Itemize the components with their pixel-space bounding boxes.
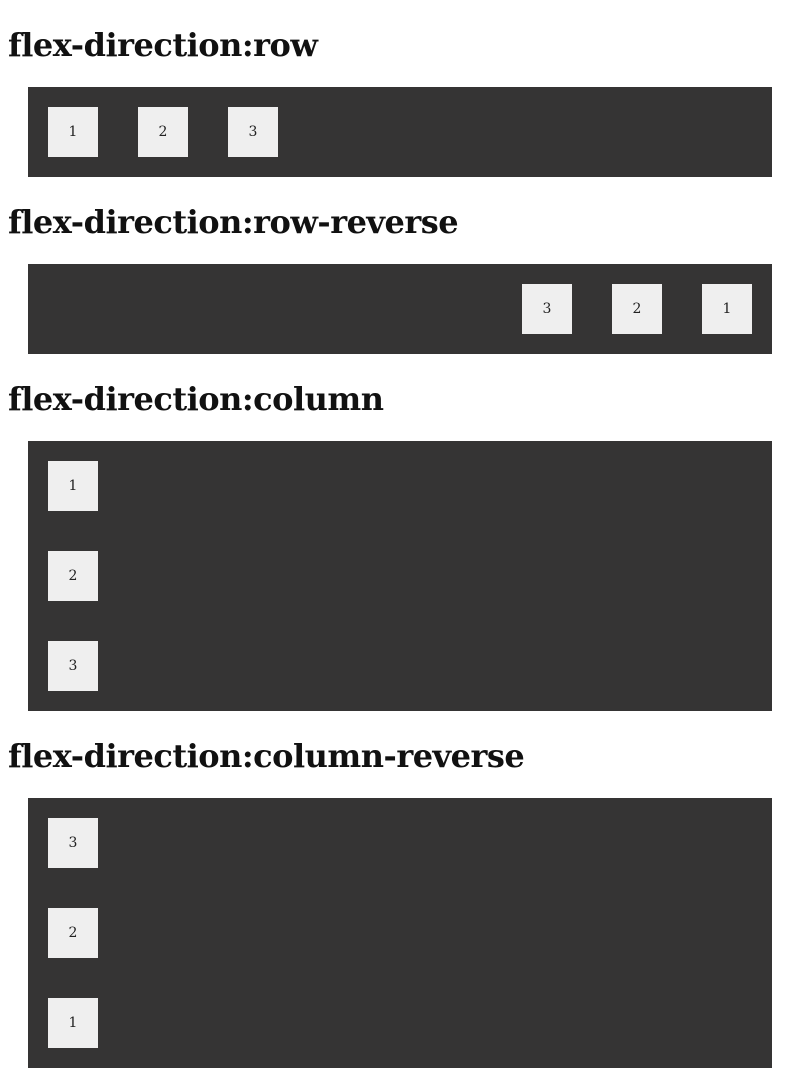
flex-item: 1 xyxy=(48,998,98,1048)
flex-container-column: 1 2 3 xyxy=(28,441,772,711)
flex-item: 3 xyxy=(48,641,98,691)
flex-item: 1 xyxy=(702,284,752,334)
heading-flex-row-reverse: flex-direction:row-reverse xyxy=(8,203,459,241)
flex-item: 1 xyxy=(48,107,98,157)
flex-item: 2 xyxy=(612,284,662,334)
flex-item: 2 xyxy=(138,107,188,157)
flex-item: 1 xyxy=(48,461,98,511)
flex-container-column-reverse: 1 2 3 xyxy=(28,798,772,1068)
flex-item: 3 xyxy=(48,818,98,868)
flex-item: 2 xyxy=(48,551,98,601)
heading-flex-row: flex-direction:row xyxy=(8,26,318,64)
flex-item: 3 xyxy=(522,284,572,334)
flex-container-row-reverse: 1 2 3 xyxy=(28,264,772,354)
flex-container-row: 1 2 3 xyxy=(28,87,772,177)
heading-flex-column-reverse: flex-direction:column-reverse xyxy=(8,737,525,775)
flex-item: 2 xyxy=(48,908,98,958)
flex-item: 3 xyxy=(228,107,278,157)
heading-flex-column: flex-direction:column xyxy=(8,380,384,418)
